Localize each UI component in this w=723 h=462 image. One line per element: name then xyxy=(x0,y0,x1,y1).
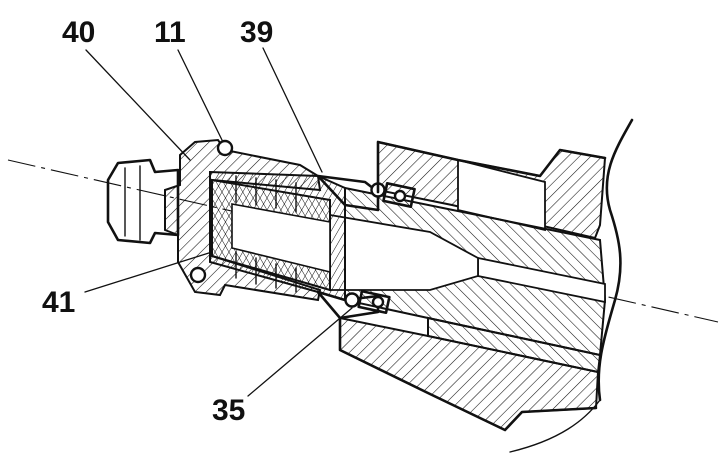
sleeve-upper xyxy=(316,174,380,212)
leader-39 xyxy=(262,47,323,173)
seal-housing-top xyxy=(382,181,416,209)
outer-contour-top xyxy=(376,140,607,194)
callout-39: 39 xyxy=(240,16,273,49)
seal-housing-bottom xyxy=(357,289,391,315)
o-ring-top-small xyxy=(393,189,407,203)
callout-11: 11 xyxy=(154,16,186,49)
o-ring-bottom-left xyxy=(189,266,207,284)
spigot xyxy=(106,158,180,245)
o-ring-35 xyxy=(344,292,360,308)
leader-11 xyxy=(177,49,223,141)
callout-35: 35 xyxy=(212,394,245,427)
leader-40 xyxy=(85,49,191,161)
thread-marks xyxy=(235,175,297,293)
leader-41 xyxy=(84,251,213,293)
callout-41: 41 xyxy=(42,286,75,319)
o-ring-11-top xyxy=(216,139,234,157)
leader-35 xyxy=(247,307,353,397)
break-line-top xyxy=(597,118,634,402)
outer-contour-bottom xyxy=(338,316,598,432)
o-ring-bottom-small xyxy=(371,295,385,309)
collet-slot xyxy=(231,203,331,274)
callout-40: 40 xyxy=(62,16,95,49)
